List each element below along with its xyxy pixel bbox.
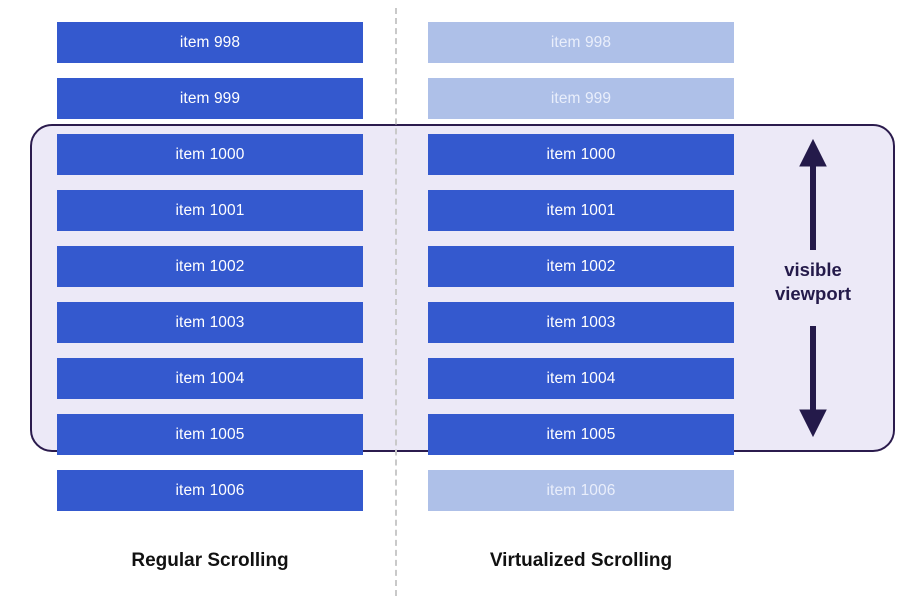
list-item[interactable]: item 1002	[57, 246, 363, 287]
list-item-label: item 1006	[175, 481, 245, 499]
list-item-label: item 1006	[546, 481, 616, 499]
caption-virtualized-scrolling: Virtualized Scrolling	[489, 550, 673, 571]
viewport-label-line-2: viewport	[774, 282, 852, 304]
list-item-label: item 1005	[546, 425, 616, 443]
list-item[interactable]: item 1005	[428, 414, 734, 455]
list-item[interactable]: item 1005	[57, 414, 363, 455]
list-item[interactable]: item 1003	[428, 302, 734, 343]
viewport-label-line-1: visible	[784, 259, 842, 280]
visible-viewport-label: visible viewport	[742, 258, 884, 305]
double-headed-vertical-arrow-icon	[799, 138, 827, 438]
list-item-label: item 999	[179, 89, 241, 107]
list-item[interactable]: item 1001	[57, 190, 363, 231]
list-item-label: item 1002	[546, 257, 616, 275]
list-item-label: item 999	[550, 89, 612, 107]
column-divider	[395, 8, 397, 596]
caption-regular-scrolling: Regular Scrolling	[131, 550, 289, 571]
list-item[interactable]: item 1000	[428, 134, 734, 175]
list-item-label: item 1004	[546, 369, 616, 387]
list-item[interactable]: item 999	[57, 78, 363, 119]
viewport-arrow	[742, 138, 884, 438]
list-item[interactable]: item 998	[428, 22, 734, 63]
list-item-label: item 1001	[546, 201, 616, 219]
list-item-label: item 998	[179, 33, 241, 51]
list-item[interactable]: item 999	[428, 78, 734, 119]
list-item[interactable]: item 1006	[57, 470, 363, 511]
list-item[interactable]: item 1001	[428, 190, 734, 231]
list-item[interactable]: item 1004	[428, 358, 734, 399]
list-item-label: item 1000	[546, 145, 616, 163]
list-item[interactable]: item 1002	[428, 246, 734, 287]
list-item[interactable]: item 1000	[57, 134, 363, 175]
list-item[interactable]: item 1006	[428, 470, 734, 511]
list-item-label: item 1005	[175, 425, 245, 443]
list-item[interactable]: item 1003	[57, 302, 363, 343]
list-item-label: item 998	[550, 33, 612, 51]
list-item-label: item 1003	[546, 313, 616, 331]
list-item-label: item 1001	[175, 201, 245, 219]
list-item-label: item 1000	[175, 145, 245, 163]
list-item-label: item 1002	[175, 257, 245, 275]
list-item-label: item 1004	[175, 369, 245, 387]
list-item[interactable]: item 1004	[57, 358, 363, 399]
list-item-label: item 1003	[175, 313, 245, 331]
list-item[interactable]: item 998	[57, 22, 363, 63]
